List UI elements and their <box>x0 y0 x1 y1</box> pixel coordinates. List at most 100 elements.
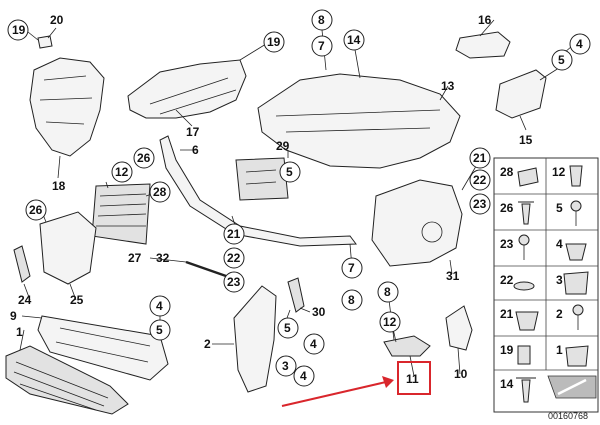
callout-19[interactable]: 19 <box>267 35 281 49</box>
part-13-detail <box>275 109 441 133</box>
callout-5[interactable]: 5 <box>284 321 291 335</box>
callout-29[interactable]: 29 <box>276 139 290 153</box>
callout-32[interactable]: 32 <box>156 251 170 265</box>
callout-10[interactable]: 10 <box>454 367 468 381</box>
callout-circle <box>303 333 325 355</box>
part-28-grille[interactable] <box>91 183 151 245</box>
legend-num: 4 <box>556 237 563 251</box>
callout-13[interactable]: 13 <box>441 79 455 93</box>
part-15-cover[interactable] <box>495 69 547 119</box>
part-11-clip[interactable] <box>383 335 431 357</box>
callout-6[interactable]: 6 <box>192 143 199 157</box>
red-arrow <box>281 381 387 407</box>
callout-28[interactable]: 28 <box>153 185 167 199</box>
callout-30[interactable]: 30 <box>312 305 326 319</box>
callout-23[interactable]: 23 <box>227 275 241 289</box>
callout-18[interactable]: 18 <box>52 179 66 193</box>
part-1-mesh <box>13 361 109 411</box>
fastener-3-icon <box>563 271 589 295</box>
part-29-bracket[interactable] <box>235 157 289 201</box>
callout-11[interactable]: 11 <box>406 372 419 386</box>
fastener-28-icon <box>517 167 539 187</box>
callout-20[interactable]: 20 <box>50 13 64 27</box>
part-31-shield[interactable] <box>371 179 463 267</box>
part-17-duct[interactable] <box>127 59 247 119</box>
callout-17[interactable]: 17 <box>186 125 200 139</box>
callout-circle <box>469 147 491 169</box>
callout-3[interactable]: 3 <box>282 359 289 373</box>
callout-21[interactable]: 21 <box>227 227 241 241</box>
callout-25[interactable]: 25 <box>70 293 84 307</box>
part-20-bracket[interactable] <box>37 35 53 49</box>
part-11-highlight-box[interactable] <box>397 361 431 395</box>
callout-21[interactable]: 21 <box>473 151 487 165</box>
fastener-23-icon <box>518 234 530 246</box>
callout-5[interactable]: 5 <box>286 165 293 179</box>
callout-4[interactable]: 4 <box>310 337 317 351</box>
legend-grid <box>494 158 598 371</box>
callout-4[interactable]: 4 <box>576 37 583 51</box>
callout-22[interactable]: 22 <box>473 173 487 187</box>
callout-14[interactable]: 14 <box>347 33 361 47</box>
callout-circle <box>311 9 333 31</box>
callout-26[interactable]: 26 <box>29 203 43 217</box>
legend-num: 2 <box>556 307 563 321</box>
part-28-slats <box>96 193 147 227</box>
part-6-spoiler-strip[interactable] <box>159 135 357 247</box>
callout-8[interactable]: 8 <box>318 13 325 27</box>
part-13-underbody-panel[interactable] <box>257 73 461 169</box>
callout-15[interactable]: 15 <box>519 133 533 147</box>
part-25-duct[interactable] <box>39 211 97 285</box>
callout-23[interactable]: 23 <box>473 197 487 211</box>
callout-31[interactable]: 31 <box>446 269 460 283</box>
callout-circle <box>311 35 333 57</box>
callout-8[interactable]: 8 <box>348 293 355 307</box>
callout-circle <box>341 257 363 279</box>
callout-12[interactable]: 12 <box>383 315 397 329</box>
callout-circle <box>223 223 245 245</box>
fastener-26-icon <box>518 201 534 225</box>
legend-num: 23 <box>500 237 514 251</box>
callout-9[interactable]: 9 <box>10 309 17 323</box>
callout-4[interactable]: 4 <box>156 299 163 313</box>
part-1-lower-grille[interactable] <box>5 345 129 415</box>
callout-circle <box>343 29 365 51</box>
callout-7[interactable]: 7 <box>318 39 325 53</box>
callout-circle <box>223 247 245 269</box>
callout-22[interactable]: 22 <box>227 251 241 265</box>
part-2-side-cover[interactable] <box>233 285 277 393</box>
part-16-bracket[interactable] <box>455 31 511 59</box>
corner-arrow-icon <box>557 378 587 396</box>
legend-num: 22 <box>500 273 514 287</box>
callout-1[interactable]: 1 <box>16 325 23 339</box>
callout-12[interactable]: 12 <box>115 165 129 179</box>
fastener-2-icon <box>572 304 584 316</box>
callout-27[interactable]: 27 <box>128 251 142 265</box>
callout-2[interactable]: 2 <box>204 337 211 351</box>
callout-circle <box>149 295 171 317</box>
part-24-grille[interactable] <box>13 245 31 283</box>
callout-8[interactable]: 8 <box>384 285 391 299</box>
callout-16[interactable]: 16 <box>478 13 492 27</box>
callout-19[interactable]: 19 <box>12 23 26 37</box>
fastener-1-icon <box>565 345 589 367</box>
part-30-bracket[interactable] <box>287 277 305 313</box>
callout-circle <box>279 161 301 183</box>
callout-5[interactable]: 5 <box>558 53 565 67</box>
part-32-rod[interactable] <box>185 260 227 278</box>
legend-num: 1 <box>556 343 563 357</box>
red-arrow-head <box>382 376 394 388</box>
callout-7[interactable]: 7 <box>348 261 355 275</box>
callout-24[interactable]: 24 <box>18 293 32 307</box>
callout-4[interactable]: 4 <box>300 369 307 383</box>
fastener-14-icon <box>516 377 536 403</box>
callout-circle <box>341 289 363 311</box>
part-10-bracket[interactable] <box>445 305 473 351</box>
callout-5[interactable]: 5 <box>156 323 163 337</box>
callout-circle <box>569 33 591 55</box>
legend-num: 26 <box>500 201 514 215</box>
callout-circle <box>223 271 245 293</box>
callout-26[interactable]: 26 <box>137 151 151 165</box>
part-18-housing[interactable] <box>29 57 105 157</box>
